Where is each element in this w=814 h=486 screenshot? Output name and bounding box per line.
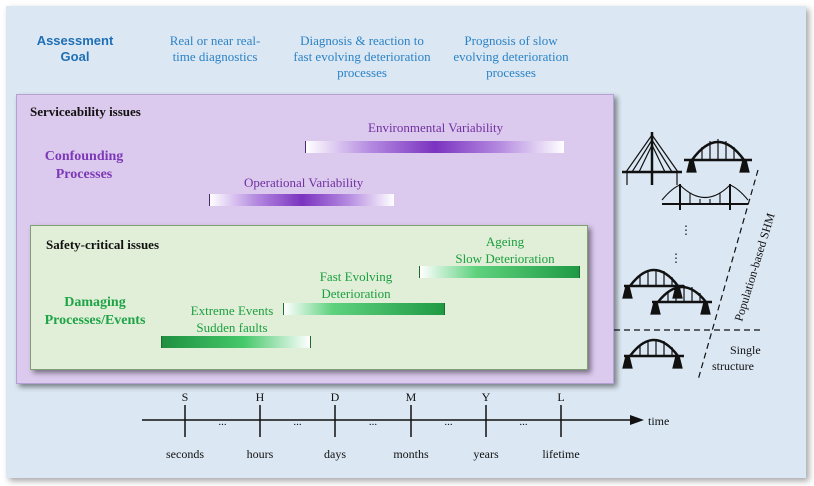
suspension-bridge-icon (661, 184, 749, 210)
separator-dashed-diagonal (697, 169, 759, 381)
safety-critical-title: Safety-critical issues (46, 237, 160, 252)
tick-label-days: days (324, 447, 346, 461)
single-structure-line2: structure (712, 359, 754, 373)
single-structure-line1: Single (730, 343, 761, 357)
cable-stayed-bridge-icon (622, 132, 682, 185)
environmental-variability-bar (305, 141, 564, 153)
tick-label-seconds: seconds (166, 447, 204, 461)
tick-ellipsis: ... (444, 416, 453, 428)
tick-ellipsis: ... (218, 416, 227, 428)
header-slow-deterioration: Prognosis of slow evolving deterioration… (453, 33, 569, 80)
tick-letter-m: M (406, 390, 417, 404)
tick-ellipsis: ... (519, 416, 528, 428)
ageing-line1: Ageing (485, 234, 525, 249)
ageing-label: Ageing Slow Deterioration (420, 233, 590, 267)
assessment-goal-text: Assessment Goal (36, 33, 114, 64)
ageing-bar (419, 266, 580, 278)
vertical-ellipsis-1: ⋮ (680, 223, 692, 237)
tick-label-months: months (393, 447, 429, 461)
environmental-variability-label: Environmental Variability (368, 120, 504, 135)
serviceability-title: Serviceability issues (30, 104, 141, 119)
extreme-events-bar (161, 336, 311, 348)
arch-bridge-stack-icon (622, 268, 712, 315)
time-axis-label: time (648, 414, 669, 428)
tick-letter-d: D (331, 390, 340, 404)
confounding-processes-label: Confounding Processes (44, 149, 124, 182)
vertical-ellipsis-2: ⋮ (670, 251, 682, 265)
assessment-goal-label: Assessment Goal (30, 33, 120, 65)
time-arrow-icon (630, 415, 644, 425)
ageing-line2: Slow Deterioration (455, 251, 555, 266)
population-shm-label: Population-based SHM (731, 211, 777, 323)
operational-variability-bar (209, 194, 394, 206)
extreme-events-line1: Extreme Events (190, 303, 274, 318)
tick-letter-y: Y (482, 390, 491, 404)
tick-label-hours: hours (247, 447, 274, 461)
extreme-events-line2: Sudden faults (196, 320, 268, 335)
operational-variability-label: Operational Variability (244, 175, 364, 190)
tick-label-lifetime: lifetime (542, 447, 579, 461)
tick-letter-s: S (182, 390, 189, 404)
extreme-events-label: Extreme Events Sudden faults (172, 302, 292, 336)
header-fast-deterioration: Diagnosis & reaction to fast evolving de… (293, 33, 431, 80)
arch-bridge-icon (684, 139, 752, 173)
tick-ellipsis: ... (293, 416, 302, 428)
fast-evolving-line1: Fast Evolving (319, 269, 393, 284)
tick-ellipsis: ... (369, 416, 378, 428)
tick-letter-l: L (557, 390, 564, 404)
damaging-processes-label: Damaging Processes/Events (44, 295, 146, 328)
tick-label-years: years (473, 447, 499, 461)
header-realtime-diagnostics: Real or near real-time diagnostics (169, 33, 261, 64)
bridges-illustration: ⋮ ⋮ Population-based SHM Single structur… (614, 132, 778, 381)
fast-evolving-label: Fast Evolving Deterioration (296, 268, 416, 302)
single-arch-bridge-icon (622, 338, 684, 369)
tick-letter-h: H (256, 390, 265, 404)
fast-evolving-bar (283, 303, 445, 315)
fast-evolving-line2: Deterioration (321, 286, 391, 301)
